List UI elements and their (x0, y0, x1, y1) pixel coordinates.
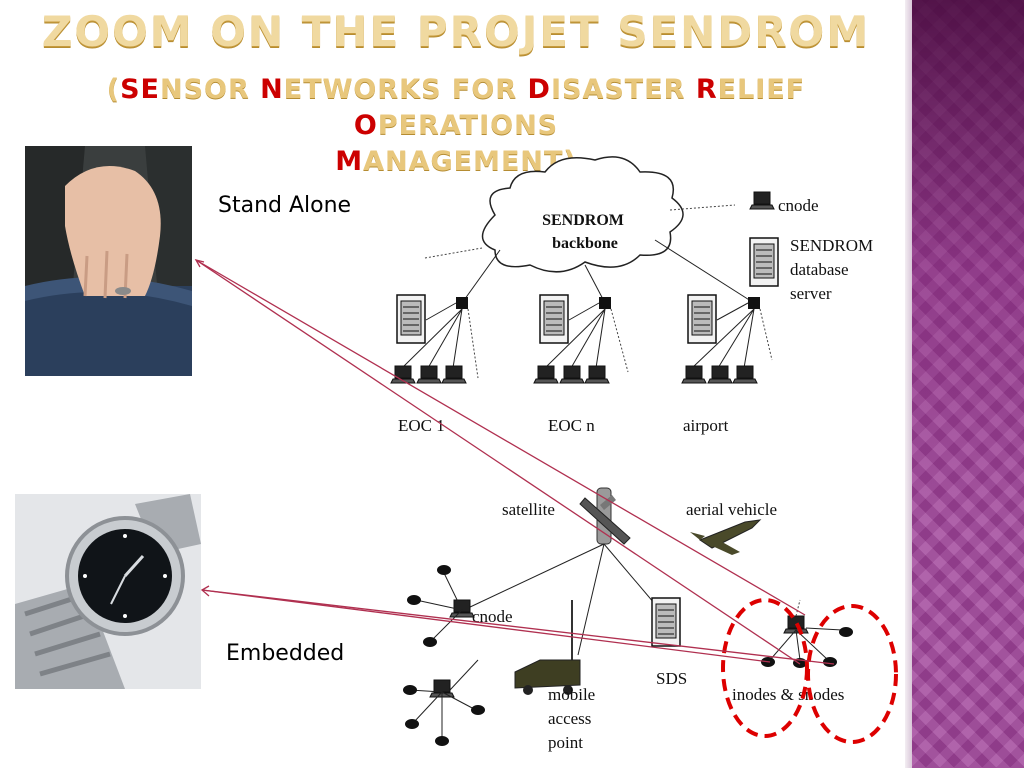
mobile-label-2: access (548, 709, 591, 728)
satellite-icon (579, 487, 631, 545)
subtitle-line-1: (SEnsor Networks for Disaster Relief Ope… (0, 72, 912, 144)
subtitle-segment-4: etworks for (283, 74, 528, 105)
snodes-highlight-ellipse (806, 604, 898, 744)
top-cnode-icon (749, 191, 775, 210)
eoc-n-label: EOC n (548, 416, 595, 435)
backbone-cloud: SENDROM backbone (481, 156, 684, 273)
sendrom-network-diagram: SENDROM backbone cnode SENDROM database … (194, 156, 898, 752)
aerial-vehicle-label: aerial vehicle (686, 500, 777, 519)
watch-illustration (15, 494, 201, 689)
hand-in-pocket-photo (25, 146, 192, 376)
top-cnode-label: cnode (778, 196, 819, 215)
aerial-vehicle-icon (690, 519, 762, 555)
subtitle-segment-10: perations (377, 110, 559, 141)
wristwatch-photo (15, 494, 201, 689)
subtitle-segment-2: nsor (159, 74, 261, 105)
mapping-arrows (194, 258, 835, 665)
airport-group (681, 294, 773, 384)
subtitle-segment-6: isaster (550, 74, 696, 105)
mobile-label-1: mobile (548, 685, 595, 704)
side-band-edge (905, 0, 912, 768)
inodes-highlight-ellipse (721, 598, 809, 738)
subtitle-segment-9: O (353, 110, 378, 141)
embedded-label: Embedded (226, 641, 345, 666)
subtitle-line2-segment-0: M (335, 146, 364, 177)
backbone-label-1: SENDROM (542, 212, 624, 229)
mobile-access-point-icon (514, 600, 581, 695)
eoc-1-group (390, 294, 479, 384)
db-label-1: SENDROM (790, 236, 873, 255)
inodes-snodes-label: inodes & snodes (732, 685, 844, 704)
airport-label: airport (683, 416, 729, 435)
subtitle-segment-5: D (527, 74, 551, 105)
hand-illustration (25, 146, 192, 376)
bottom-cnode-icon (407, 565, 475, 647)
sds-label: SDS (656, 669, 687, 688)
subtitle-segment-8: elief (717, 74, 806, 105)
bottom-cnode-label: cnode (472, 607, 513, 626)
subtitle-segment-1: SE (120, 74, 160, 105)
sds-server-icon (651, 597, 681, 647)
decorative-side-band (912, 0, 1024, 768)
subtitle-segment-7: R (695, 74, 718, 105)
subtitle-segment-3: N (260, 74, 284, 105)
satellite-label: satellite (502, 500, 555, 519)
backbone-label-2: backbone (552, 235, 618, 252)
db-label-2: database (790, 260, 849, 279)
db-label-3: server (790, 284, 832, 303)
field-laptop-cluster (403, 679, 485, 746)
mobile-label-3: point (548, 733, 583, 752)
slide-subtitle: (SEnsor Networks for Disaster Relief Ope… (0, 72, 912, 180)
eoc-1-label: EOC 1 (398, 416, 445, 435)
eoc-n-group (533, 294, 629, 384)
slide-title: Zoom on the projet SENDROM (41, 7, 871, 56)
stand-alone-label: Stand Alone (218, 193, 352, 218)
database-server-icon (749, 237, 779, 287)
subtitle-segment-0: ( (106, 74, 121, 105)
